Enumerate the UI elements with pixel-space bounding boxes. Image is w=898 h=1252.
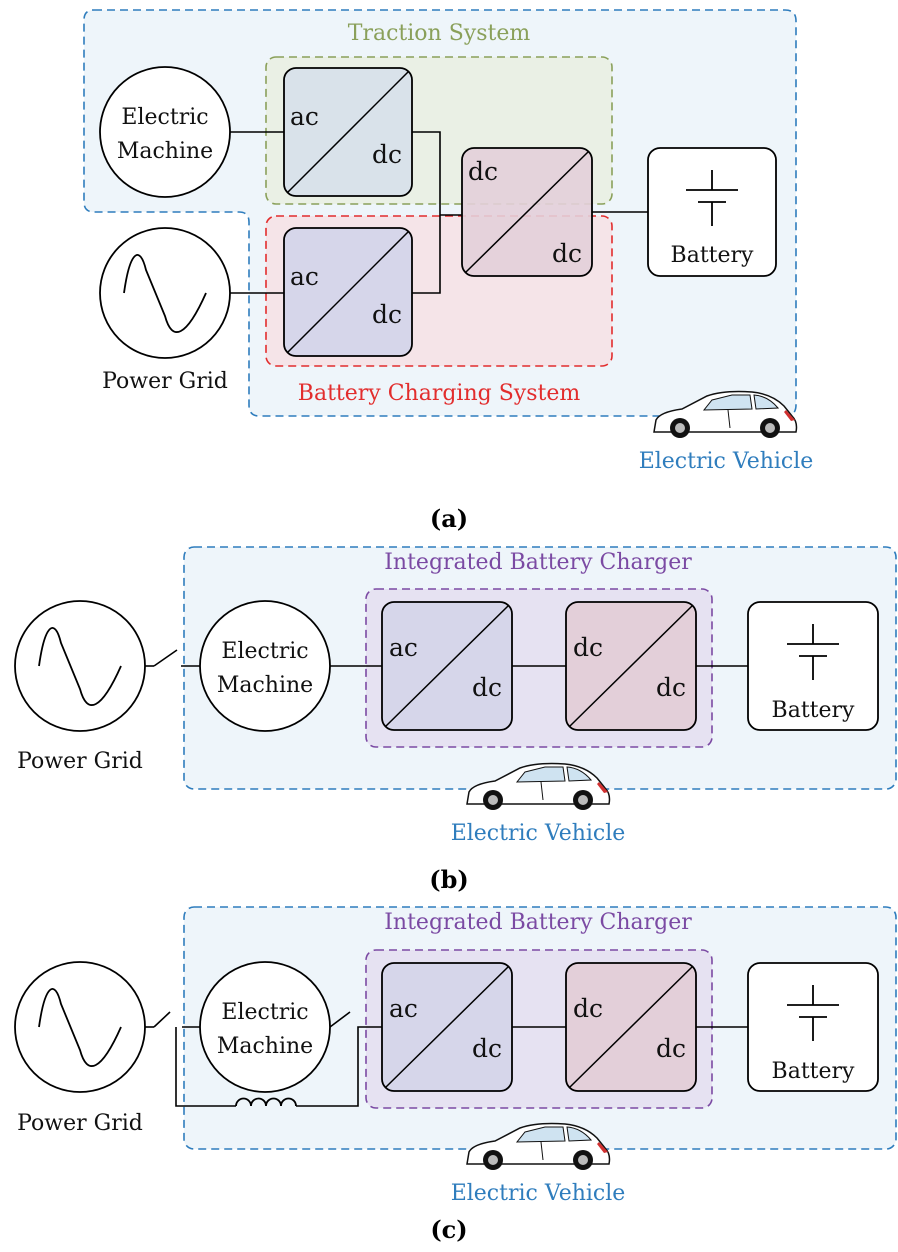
converter-input-label: ac xyxy=(389,633,418,662)
power-grid-label-a: Power Grid xyxy=(102,369,228,394)
sine-wave-icon xyxy=(38,627,122,706)
converter-output-label: dc xyxy=(656,1034,686,1063)
power-grid-a xyxy=(99,227,231,359)
wires-a xyxy=(230,131,648,294)
charging-system-label: Battery Charging System xyxy=(298,381,581,406)
battery-a: Battery xyxy=(647,147,777,277)
ibc-label-c: Integrated Battery Charger xyxy=(384,910,692,935)
electric-vehicle-label-b: Electric Vehicle xyxy=(451,821,626,846)
converter-output-label: dc xyxy=(472,673,502,702)
battery-symbol-icon xyxy=(787,985,839,1041)
caption-c: (c) xyxy=(430,1215,467,1244)
converter-acdc-traction: ac dc xyxy=(283,67,413,197)
electric-machine-b xyxy=(199,600,331,732)
converter-output-label: dc xyxy=(372,300,402,329)
electric-vehicle-label-c: Electric Vehicle xyxy=(451,1181,626,1206)
caption-a: (a) xyxy=(430,504,468,533)
converter-input-label: dc xyxy=(573,994,603,1023)
power-grid-label-c: Power Grid xyxy=(17,1111,143,1136)
converter-output-label: dc xyxy=(552,239,582,268)
converter-input-label: dc xyxy=(573,633,603,662)
ibc-label-b: Integrated Battery Charger xyxy=(384,550,692,575)
converter-input-label: ac xyxy=(290,102,319,131)
electric-machine-label2-c: Machine xyxy=(217,1034,313,1059)
converter-acdc-charging: ac dc xyxy=(283,227,413,357)
converter-acdc-c: ac dc xyxy=(381,962,513,1092)
battery-c: Battery xyxy=(747,962,879,1092)
panel-a: Traction System Battery Charging System … xyxy=(83,9,814,533)
traction-system-label: Traction System xyxy=(348,21,531,46)
converter-output-label: dc xyxy=(372,140,402,169)
converter-acdc-b: ac dc xyxy=(381,601,513,731)
battery-b: Battery xyxy=(747,601,879,731)
battery-symbol-icon xyxy=(787,624,839,680)
battery-label-b: Battery xyxy=(772,698,856,723)
electric-machine-label-c: Electric xyxy=(221,1000,308,1025)
panel-c: Integrated Battery Charger Power Grid El… xyxy=(14,906,897,1244)
converter-dcdc-b: dc dc xyxy=(565,601,697,731)
converter-dcdc-c: dc dc xyxy=(565,962,697,1092)
battery-label-c: Battery xyxy=(772,1059,856,1084)
converter-output-label: dc xyxy=(656,673,686,702)
electric-machine-c xyxy=(199,961,331,1093)
electric-machine-a xyxy=(99,66,231,198)
converter-dcdc-a: dc dc xyxy=(461,147,593,277)
battery-symbol-icon xyxy=(686,170,738,226)
inductor-icon xyxy=(235,1097,297,1107)
power-grid-label-b: Power Grid xyxy=(17,749,143,774)
battery-label-a: Battery xyxy=(671,243,755,268)
panel-b: Integrated Battery Charger Power Grid El… xyxy=(14,546,897,894)
wires-c xyxy=(145,1011,748,1107)
power-grid-c xyxy=(14,961,146,1093)
electric-machine-label-b: Electric xyxy=(221,639,308,664)
sine-wave-icon xyxy=(38,988,122,1067)
converter-input-label: ac xyxy=(389,994,418,1023)
converter-input-label: ac xyxy=(290,262,319,291)
electric-vehicle-label-a: Electric Vehicle xyxy=(639,449,814,474)
sine-wave-icon xyxy=(123,254,207,333)
electric-machine-label-a: Electric xyxy=(121,105,208,130)
converter-output-label: dc xyxy=(472,1034,502,1063)
wires-b xyxy=(145,649,748,667)
power-grid-b xyxy=(14,600,146,732)
caption-b: (b) xyxy=(429,865,469,894)
electric-machine-label2-b: Machine xyxy=(217,673,313,698)
electric-machine-label2-a: Machine xyxy=(117,139,213,164)
converter-input-label: dc xyxy=(468,157,498,186)
